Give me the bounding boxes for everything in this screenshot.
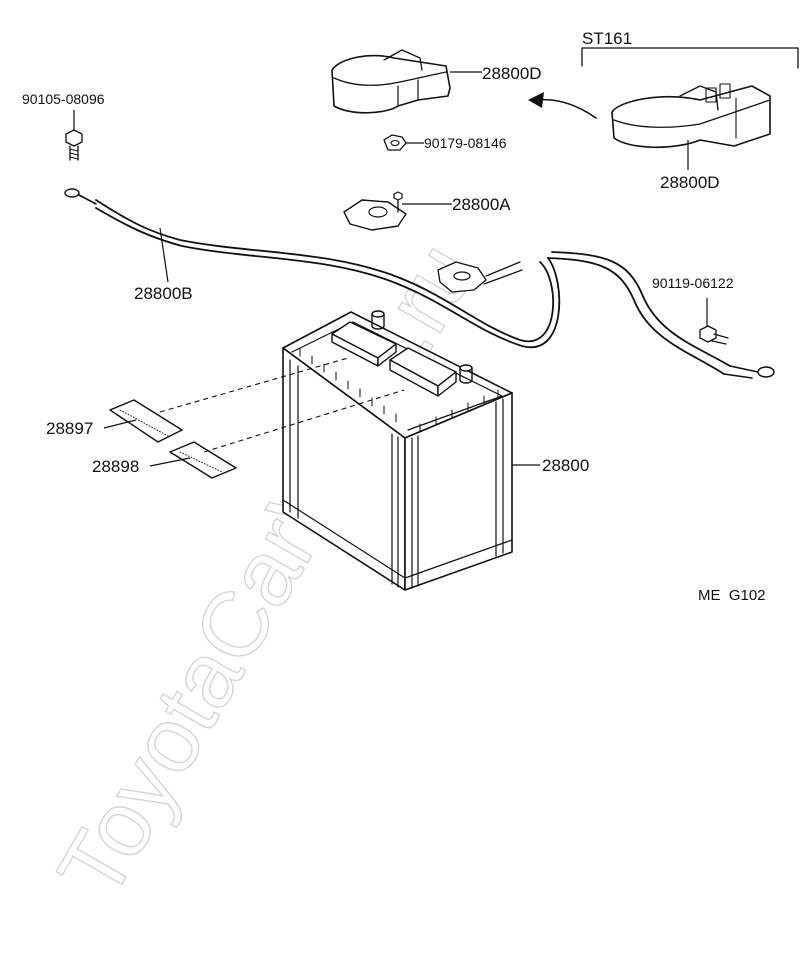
leader-lines — [73, 71, 708, 467]
label-plate-upper: 28897 — [46, 419, 93, 438]
terminal-clamp-illustration — [343, 191, 407, 231]
bolt-left-illustration — [65, 129, 83, 161]
plate-upper-illustration — [109, 399, 183, 443]
projection-lines — [159, 357, 405, 453]
label-cover-top: 28800D — [482, 64, 542, 83]
label-nut: 90179-08146 — [424, 135, 507, 151]
part-labels: 90105-08096 28800D 90179-08146 ST161 288… — [22, 29, 766, 604]
positive-cable-illustration — [547, 251, 775, 379]
bolt-right-illustration — [699, 325, 729, 345]
nut-illustration — [383, 134, 407, 151]
group-bracket — [581, 47, 799, 69]
label-group: ST161 — [582, 29, 632, 48]
label-cover-group: 28800D — [660, 173, 720, 192]
direction-arrow — [528, 92, 597, 119]
plate-lower-illustration — [169, 441, 237, 479]
label-battery: 28800 — [542, 456, 589, 475]
label-cable: 28800B — [134, 284, 193, 303]
label-bolt-right: 90119-06122 — [652, 275, 734, 291]
negative-cable-illustration — [64, 188, 561, 349]
diagram-code: ME G102 — [698, 587, 766, 604]
battery-illustration — [282, 310, 513, 591]
label-plate-lower: 28898 — [92, 457, 139, 476]
terminal-cover-top-illustration — [331, 49, 451, 114]
label-bolt-left: 90105-08096 — [22, 91, 105, 107]
terminal-cover-group-illustration — [611, 83, 771, 149]
label-clamp: 28800A — [452, 195, 511, 214]
